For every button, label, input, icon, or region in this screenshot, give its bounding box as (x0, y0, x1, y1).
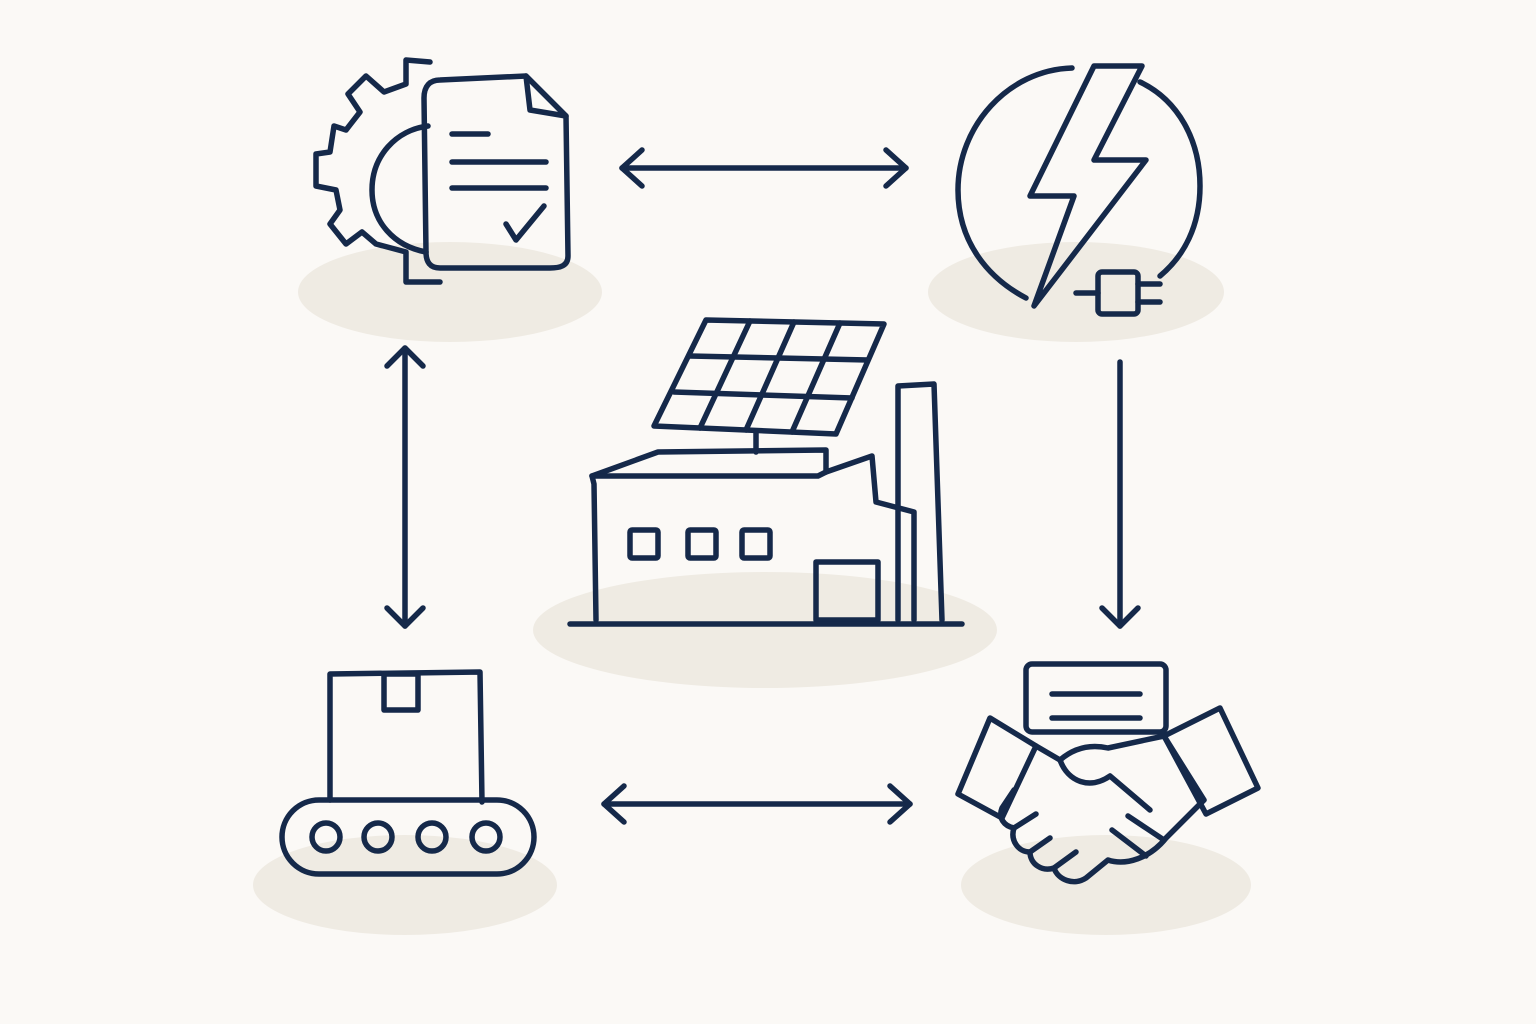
shadow-settings-document (298, 242, 602, 342)
solar-panel-col-2 (743, 319, 797, 433)
arrow-top-bidirectional (619, 147, 909, 189)
gear-icon (313, 57, 443, 285)
shadow-conveyor-package (253, 835, 557, 935)
shadow-solar-factory (533, 572, 997, 688)
arrow-left-bidirectional (384, 345, 426, 629)
window-1 (627, 527, 661, 561)
circle-outline (955, 65, 1203, 301)
arrow-bottom-bidirectional (601, 783, 913, 825)
solar-panel-factory-icon (567, 317, 965, 627)
check-icon (503, 203, 547, 243)
package-tape (381, 671, 421, 713)
solar-panel-col-3 (789, 320, 843, 435)
window-3 (739, 527, 773, 561)
smokestack (895, 381, 945, 623)
document-fold (523, 73, 569, 119)
package-icon (327, 669, 485, 805)
factory-outline (589, 447, 917, 623)
lightning-plug-circle-icon (955, 63, 1203, 317)
document-icon (421, 73, 571, 271)
box-conveyor-icon (279, 669, 537, 877)
shadow-agreement (961, 835, 1251, 935)
solar-panel-col-1 (697, 318, 753, 431)
conveyor-belt-icon (279, 797, 537, 877)
conveyor-wheel-3 (415, 820, 449, 854)
contract-icon (1023, 661, 1169, 735)
conveyor-wheel-1 (309, 820, 343, 854)
factory-roof-line (589, 469, 829, 479)
conveyor-wheel-2 (361, 820, 395, 854)
handshake-thumb (1057, 757, 1153, 813)
solar-panel-frame (651, 317, 887, 437)
handshake-finger-2 (1109, 827, 1149, 859)
handshake-finger-3 (1011, 811, 1079, 871)
connector-arrows (384, 147, 1141, 825)
conveyor-wheel-4 (469, 820, 503, 854)
factory-building (567, 381, 965, 627)
handshake-contract-icon (955, 661, 1261, 885)
lightning-icon (1027, 63, 1149, 309)
handshake-finger-1 (1125, 813, 1167, 843)
solar-panel-icon (651, 317, 887, 455)
gear-document-check-icon (313, 57, 571, 285)
arrow-right-down (1099, 359, 1141, 629)
right-cuff (1161, 705, 1261, 817)
left-cuff (955, 715, 1039, 821)
ground-shadows (253, 242, 1251, 935)
factory-door (813, 559, 881, 623)
window-2 (685, 527, 719, 561)
